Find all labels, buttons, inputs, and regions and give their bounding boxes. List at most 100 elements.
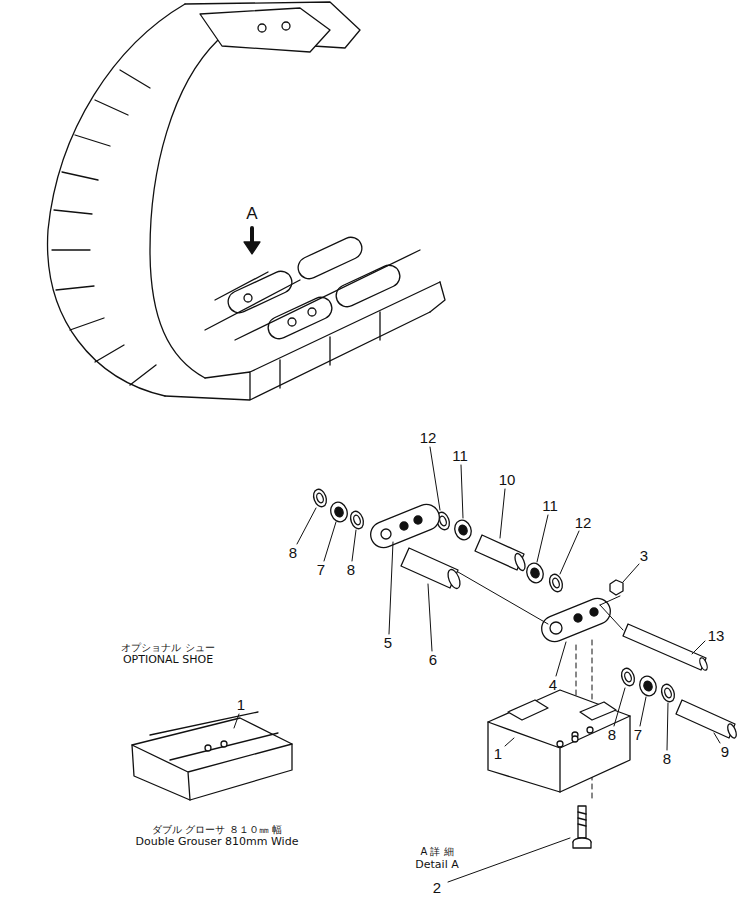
link — [381, 529, 391, 539]
callout-number: 11 — [452, 448, 468, 465]
track-shoe — [580, 702, 616, 720]
leader-line — [623, 564, 639, 582]
track-shoe — [508, 700, 548, 720]
seal — [458, 524, 469, 536]
track-links — [205, 234, 420, 343]
caption-text: Detail A — [415, 859, 458, 871]
track-shoe — [587, 727, 593, 733]
pin — [726, 723, 738, 740]
optional-shoe — [132, 744, 292, 800]
track-assembly — [150, 40, 218, 378]
callout-number: 11 — [542, 498, 558, 515]
pin — [698, 657, 708, 671]
leader-line — [389, 542, 393, 634]
leader-line — [234, 714, 239, 728]
caption-text: A 詳 細 — [420, 846, 453, 857]
link — [367, 500, 614, 645]
leader-line — [505, 738, 514, 746]
track-links — [308, 308, 316, 316]
washer — [551, 577, 560, 588]
link — [574, 614, 582, 622]
track-links — [295, 234, 366, 283]
track-assembly — [200, 8, 330, 52]
track-links — [225, 268, 296, 317]
caption-text: OPTIONAL SHOE — [123, 654, 213, 666]
callout-number: 8 — [663, 751, 671, 768]
shoe-bolt — [578, 806, 586, 838]
link — [414, 516, 422, 524]
optional-shoe — [150, 712, 278, 760]
leader-line — [614, 688, 625, 726]
track-links — [265, 294, 336, 343]
washer — [619, 666, 636, 687]
seal — [328, 500, 350, 524]
leader-line — [714, 733, 720, 743]
washer — [623, 671, 632, 682]
seal — [643, 680, 654, 692]
leader-line — [500, 489, 505, 538]
washer — [547, 572, 564, 593]
track-assembly — [48, 2, 445, 400]
callout-number: 12 — [420, 430, 437, 447]
shoe-bolt — [573, 842, 591, 848]
track-assembly — [430, 282, 445, 312]
seal — [530, 567, 541, 579]
optional-shoe — [221, 741, 227, 747]
washer — [311, 487, 676, 703]
detail-arrow — [244, 228, 260, 254]
bushing — [513, 552, 527, 572]
leader-line — [430, 447, 440, 510]
callout-number: 12 — [575, 515, 592, 532]
callout-number: 8 — [347, 562, 355, 579]
optional-shoe — [132, 712, 292, 800]
callout-number: A — [246, 205, 257, 224]
guide-lines — [600, 596, 623, 630]
callout-number: 4 — [549, 677, 557, 694]
callout-number: 8 — [608, 727, 616, 744]
washer — [311, 487, 328, 508]
detail-arrow — [244, 242, 260, 254]
pin — [623, 624, 738, 739]
link — [400, 522, 408, 530]
leader-line — [560, 531, 579, 574]
leader-line — [352, 530, 356, 561]
callout-number: 13 — [708, 628, 725, 645]
washer — [315, 492, 324, 503]
track-assembly — [282, 22, 290, 30]
nut — [610, 580, 623, 595]
pin — [676, 700, 735, 738]
bushing — [446, 568, 463, 590]
callout-number: 3 — [640, 548, 648, 565]
leader-line — [556, 642, 566, 676]
callout-number: 1 — [494, 746, 502, 763]
callout-number: 9 — [721, 744, 729, 761]
link — [367, 500, 443, 551]
guide-lines — [458, 572, 548, 624]
callout-number: 5 — [384, 635, 392, 652]
link — [590, 608, 598, 616]
leader-line — [692, 641, 705, 654]
leader-line — [448, 838, 570, 882]
seal — [334, 506, 345, 518]
track-shoe — [488, 690, 630, 792]
bushing — [401, 535, 527, 590]
track-assembly — [165, 282, 440, 400]
track-assembly — [52, 70, 156, 385]
caption-text: オプショナル シュー — [121, 642, 214, 653]
seal — [452, 518, 474, 542]
track-shoe — [488, 690, 630, 792]
callout-number: 1 — [237, 697, 245, 714]
callout-number: 2 — [433, 880, 441, 897]
seal — [637, 674, 659, 698]
leader-line — [667, 703, 668, 750]
callout-number: 6 — [429, 652, 437, 669]
pin — [623, 624, 706, 670]
caption-text: ダブル グローサ ８１０㎜ 幅 — [152, 824, 282, 835]
seal — [524, 561, 546, 585]
shoe-bolt — [573, 806, 591, 848]
callout-number: 10 — [499, 472, 516, 489]
link — [538, 594, 614, 645]
washer — [663, 687, 672, 698]
track-assembly — [258, 24, 266, 32]
